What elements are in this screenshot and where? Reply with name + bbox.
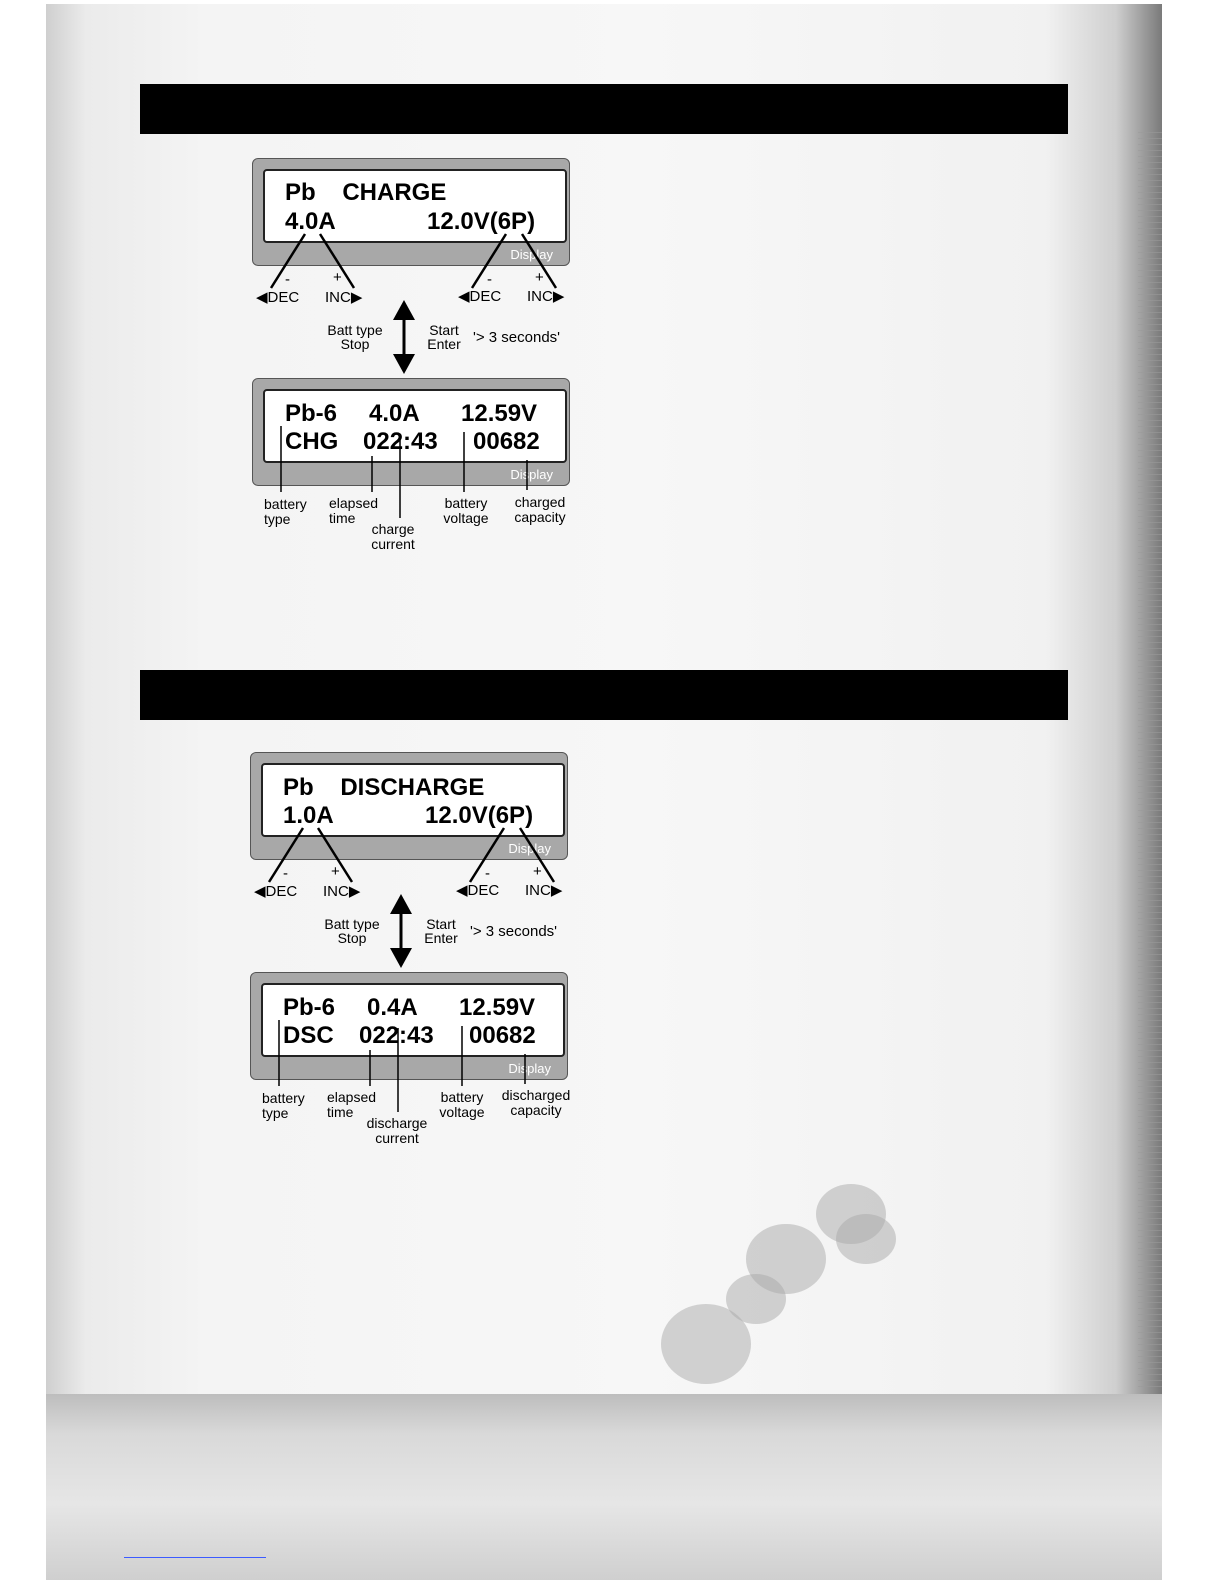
batt-type-label: Batt type <box>327 322 383 338</box>
callout-line <box>269 233 307 289</box>
lcd-screen <box>261 763 565 837</box>
legend-elapsed-time: elapsed time <box>327 1089 377 1120</box>
callout-line <box>468 827 506 883</box>
lcd-line-1: Pb CHARGE <box>285 179 447 206</box>
legend-battery-type: battery type <box>262 1090 305 1121</box>
dec-button-left[interactable]: ◀DEC <box>256 289 300 306</box>
decorative-splat <box>836 1214 896 1264</box>
double-arrow-icon <box>390 894 412 968</box>
lcd-line-2-right: 12.0V(6P) <box>425 802 534 829</box>
lcd-screen <box>263 169 567 243</box>
callout-line <box>316 827 354 883</box>
lcd-battery-type: Pb-6 <box>283 994 336 1021</box>
minus-label: - <box>285 271 290 288</box>
lcd-mode: CHG <box>285 428 339 455</box>
decorative-splat <box>661 1304 751 1384</box>
legend-elapsed-time: elapsed time <box>329 495 379 526</box>
lcd-line-2-left: 4.0A <box>285 208 336 235</box>
legend-battery-voltage: battery voltage <box>439 1089 485 1120</box>
legend-battery-type: battery type <box>264 496 307 527</box>
decorative-ruler <box>1138 132 1162 1392</box>
page-background <box>46 4 1162 1580</box>
plus-label: + <box>535 269 544 286</box>
plus-label: + <box>333 269 342 286</box>
footer-link-underline <box>124 1557 266 1558</box>
legend-current: discharge current <box>366 1115 428 1146</box>
stop-label: Stop <box>337 930 367 946</box>
hold-duration-label: '> 3 seconds' <box>473 329 561 346</box>
callout-line <box>267 827 305 883</box>
lcd-voltage: 12.59V <box>459 994 536 1021</box>
inc-button-left[interactable]: INC▶ <box>325 289 363 306</box>
lcd-screen <box>261 983 565 1057</box>
discharge-section-header-bar <box>140 670 1068 720</box>
inc-button-left[interactable]: INC▶ <box>323 883 361 900</box>
display-badge: Display <box>508 1061 551 1076</box>
lcd-mode: DSC <box>283 1022 334 1049</box>
discharge-setup-display: Pb DISCHARGE 1.0A 12.0V(6P) Display <box>250 752 568 860</box>
lcd-screen <box>263 389 567 463</box>
display-badge: Display <box>510 247 553 262</box>
charge-run-display: Pb-6 4.0A 12.59V CHG 022:43 00682 Displa… <box>252 378 570 486</box>
enter-label: Enter <box>427 336 461 352</box>
dec-button-right[interactable]: ◀DEC <box>456 882 500 899</box>
lcd-elapsed-time: 022:43 <box>359 1022 434 1049</box>
enter-label: Enter <box>424 930 458 946</box>
discharge-run-display: Pb-6 0.4A 12.59V DSC 022:43 00682 Displa… <box>250 972 568 1080</box>
lcd-line-2-right: 12.0V(6P) <box>427 208 536 235</box>
minus-label: - <box>485 865 490 882</box>
callout-line <box>470 233 508 289</box>
inc-button-right[interactable]: INC▶ <box>527 288 565 305</box>
plus-label: + <box>533 863 542 880</box>
start-label: Start <box>429 322 459 338</box>
dec-button-left[interactable]: ◀DEC <box>254 883 298 900</box>
stop-label: Stop <box>340 336 370 352</box>
callout-line <box>518 827 556 883</box>
lcd-voltage: 12.59V <box>461 400 538 427</box>
dec-button-right[interactable]: ◀DEC <box>458 288 502 305</box>
lcd-line-1: Pb DISCHARGE <box>283 774 485 801</box>
legend-battery-voltage: battery voltage <box>443 495 489 526</box>
minus-label: - <box>487 271 492 288</box>
charge-section-header-bar <box>140 84 1068 134</box>
lcd-capacity: 00682 <box>473 428 540 455</box>
minus-label: - <box>283 865 288 882</box>
legend-capacity: charged capacity <box>514 494 566 525</box>
decorative-bottom-band <box>46 1394 1162 1580</box>
double-arrow-icon <box>393 300 415 374</box>
display-badge: Display <box>508 841 551 856</box>
display-badge: Display <box>510 467 553 482</box>
lcd-line-2-left: 1.0A <box>283 802 334 829</box>
lcd-capacity: 00682 <box>469 1022 536 1049</box>
hold-duration-label: '> 3 seconds' <box>470 923 558 940</box>
charge-setup-display: Pb CHARGE 4.0A 12.0V(6P) Display <box>252 158 570 266</box>
lcd-current: 4.0A <box>369 400 420 427</box>
batt-type-label: Batt type <box>324 916 380 932</box>
inc-button-right[interactable]: INC▶ <box>525 882 563 899</box>
start-label: Start <box>426 916 456 932</box>
plus-label: + <box>331 863 340 880</box>
legend-capacity: discharged capacity <box>501 1087 571 1118</box>
callout-line <box>520 233 558 289</box>
lcd-current: 0.4A <box>367 994 418 1021</box>
lcd-battery-type: Pb-6 <box>285 400 338 427</box>
legend-current: charge current <box>371 521 415 552</box>
callout-line <box>318 233 356 289</box>
